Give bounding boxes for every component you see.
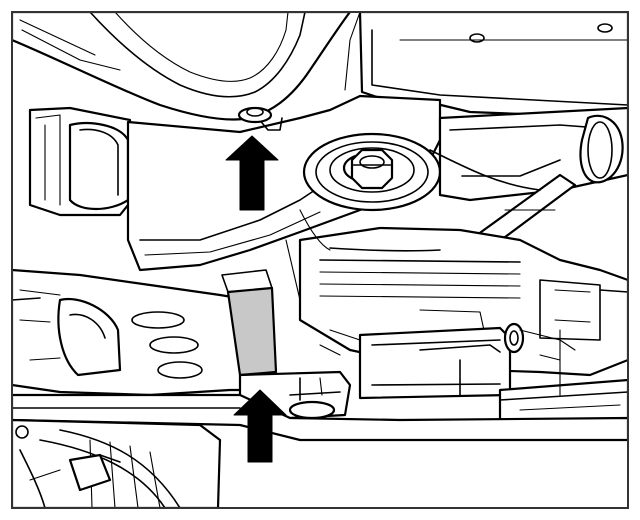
lower-right-frame — [498, 329, 628, 422]
wheel-hub — [12, 418, 222, 508]
mount-strut — [221, 269, 278, 377]
lower-subframe — [12, 268, 262, 397]
upper-bolt-arrow — [225, 135, 279, 211]
right-linkage — [429, 106, 628, 254]
upper-right-frame — [344, 12, 628, 120]
strut-highlight — [226, 286, 278, 377]
lower-bolt-arrow — [233, 389, 287, 463]
upper-body-panel — [12, 12, 352, 121]
detail-lines — [285, 209, 628, 356]
illustration-border — [11, 11, 629, 509]
bushing-mount — [302, 132, 442, 212]
rear-cylinder — [358, 322, 576, 400]
